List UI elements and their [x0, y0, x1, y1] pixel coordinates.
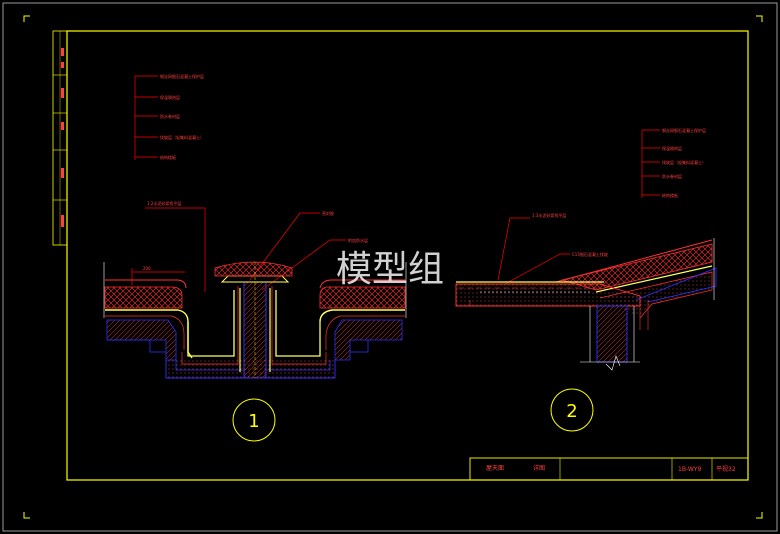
detail-2-callout-3: 找坡层（轻集料混凝土） — [662, 159, 706, 165]
detail-2-callout-7: C15细石混凝土找坡 — [572, 251, 608, 257]
detail-1-break-lines — [103, 262, 407, 318]
detail-2-callout-2: 保温隔热层 — [662, 145, 682, 151]
detail-1-callout-texts: 钢丝网细石混凝土保护层 保温隔热层 防水卷材层 找坡层（轻集料混凝土） 结构楼板… — [143, 73, 368, 271]
detail-2-sloped-roof — [555, 239, 717, 319]
detail-1-roof-right — [319, 279, 406, 361]
detail-1-callout-8: 附加防水层 — [348, 237, 368, 243]
detail-1-roof-left — [104, 279, 193, 361]
corner-marks — [23, 15, 763, 519]
detail-2-callout-6: 1:3水泥砂浆找平层 — [532, 212, 566, 218]
detail-2-number: 2 — [566, 401, 577, 422]
detail-1-leaders — [131, 75, 346, 292]
left-revision-strip — [52, 30, 68, 246]
detail-1-callout-2: 保温隔热层 — [160, 94, 180, 100]
detail-1-callout-6: 1:2水泥砂浆找平层 — [147, 200, 181, 206]
detail-1-number: 1 — [248, 411, 259, 432]
title-block-project: 屋天面 — [486, 465, 504, 472]
detail-1: 钢丝网细石混凝土保护层 保温隔热层 防水卷材层 找坡层（轻集料混凝土） 结构楼板… — [103, 73, 407, 442]
detail-2-callout-texts: 钢丝网细石混凝土保护层 保温隔热层 找坡层（轻集料混凝土） 防水卷材层 结构楼板… — [532, 127, 706, 257]
title-block-code: 1B-WY9 — [678, 466, 701, 473]
drawing-frame — [66, 30, 749, 481]
detail-2-number-bubble: 2 — [550, 388, 594, 432]
detail-1-callout-3: 防水卷材层 — [160, 113, 180, 119]
title-block: 屋天面 详图 1B-WY9 平视32 — [469, 457, 749, 481]
detail-1-callout-7: 密封胶 — [322, 210, 334, 216]
detail-1-callout-4: 找坡层（轻集料混凝土） — [160, 134, 204, 140]
detail-2-eave-slab — [455, 281, 641, 307]
title-block-drawing-name: 详图 — [533, 464, 545, 472]
detail-1-dimension: 200 — [143, 266, 151, 271]
detail-2-wall — [580, 296, 649, 371]
detail-1-number-bubble: 1 — [232, 398, 276, 442]
detail-2-callout-4: 防水卷材层 — [662, 173, 682, 179]
detail-2-leaders — [497, 129, 660, 285]
watermark-text: 模型组 — [336, 249, 444, 290]
title-block-sheet: 平视32 — [716, 465, 736, 473]
detail-2: 钢丝网细石混凝土保护层 保温隔热层 找坡层（轻集料混凝土） 防水卷材层 结构楼板… — [455, 127, 717, 432]
detail-2-callout-1: 钢丝网细石混凝土保护层 — [662, 127, 706, 133]
detail-1-callout-5: 结构楼板 — [160, 154, 176, 160]
detail-1-upstand — [214, 261, 293, 379]
detail-2-callout-5: 结构楼板 — [662, 192, 678, 198]
detail-1-callout-1: 钢丝网细石混凝土保护层 — [160, 73, 204, 79]
